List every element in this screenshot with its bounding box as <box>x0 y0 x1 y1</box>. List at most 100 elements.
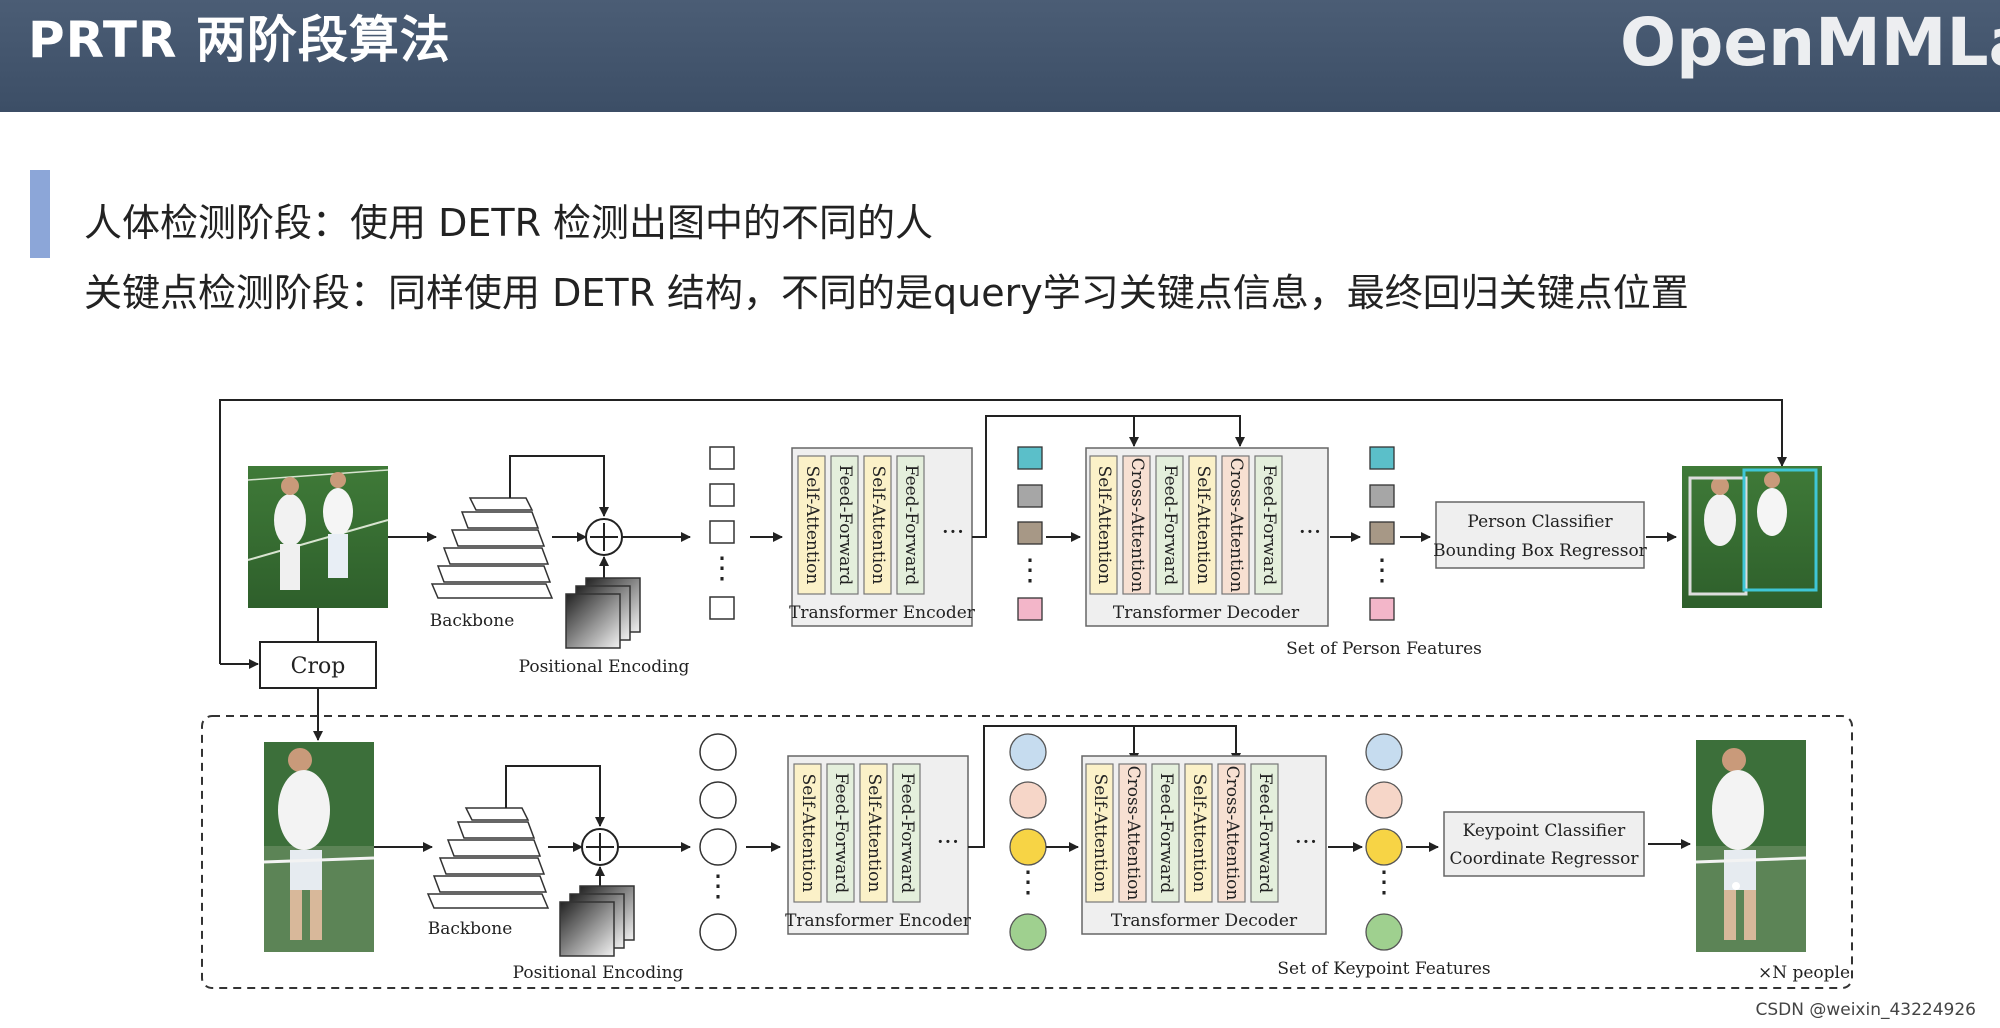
block-label: Self-Attention <box>868 466 888 585</box>
person-query-token <box>1017 446 1043 470</box>
watermark: CSDN @weixin_43224926 <box>1755 1000 1976 1020</box>
block-label: Feed-Forward <box>1156 773 1176 894</box>
block-self-attention <box>859 763 888 903</box>
person-feature-token <box>1369 446 1395 470</box>
block-self-attention <box>863 455 892 595</box>
block-feed-forward <box>1250 763 1279 903</box>
positional-encoding-top <box>565 577 641 649</box>
backbone-label: Backbone <box>428 919 513 939</box>
keypoint-query-token <box>1009 781 1047 819</box>
person-query-token <box>1017 597 1043 621</box>
keypoint-feature-token <box>1365 733 1403 771</box>
bullet-keypoint-detection: 关键点检测阶段：同样使用 DETR 结构，不同的是query学习关键点信息，最终… <box>84 271 1689 315</box>
keypoint-query-column <box>1009 733 1047 951</box>
block-label: Feed-Forward <box>1259 465 1279 586</box>
cropped-player-image <box>263 742 375 952</box>
backbone-stack-bottom <box>426 807 550 909</box>
positional-encoding-bottom <box>559 885 635 957</box>
block-label: Feed-Forward <box>901 465 921 586</box>
keypoint-feature-token <box>1365 913 1403 951</box>
positional-encoding-label: Positional Encoding <box>513 963 684 983</box>
query-vdots: ⋮ <box>1013 865 1043 900</box>
block-cross-attention <box>1221 455 1250 595</box>
block-label: Feed-Forward <box>897 773 917 894</box>
input-image-players <box>247 466 389 608</box>
block-label: Self-Attention <box>864 774 884 893</box>
keypoint-query-token <box>1009 733 1047 771</box>
block-label: Self-Attention <box>1189 774 1209 893</box>
backbone-label: Backbone <box>430 611 515 631</box>
block-cross-attention <box>1217 763 1246 903</box>
block-self-attention <box>1184 763 1213 903</box>
encoder-ellipsis: ··· <box>937 828 960 856</box>
token-circles-bottom <box>699 733 737 951</box>
person-feature-token <box>1369 521 1395 545</box>
query-vdots: ⋮ <box>1015 553 1045 588</box>
person-feature-token <box>1369 484 1395 508</box>
encoder-ellipsis: ··· <box>942 518 965 546</box>
block-self-attention <box>1188 455 1217 595</box>
block-label: Cross-Attention <box>1123 766 1143 901</box>
openmmlab-logo: OpenMMLab <box>1620 4 2000 81</box>
feature-vdots: ⋮ <box>1369 865 1399 900</box>
positional-encoding-label: Positional Encoding <box>519 657 690 677</box>
block-label: Cross-Attention <box>1127 458 1147 593</box>
header-bar: PRTR 两阶段算法 OpenMMLab <box>0 0 2000 112</box>
keypoint-query-token <box>1009 828 1047 866</box>
page-title: PRTR 两阶段算法 <box>28 11 451 69</box>
add-icon <box>585 518 623 556</box>
decoder-ellipsis: ··· <box>1299 518 1322 546</box>
keypoint-head-box <box>1443 811 1645 877</box>
keypoint-feature-token <box>1365 781 1403 819</box>
person-features-label: Set of Person Features <box>1286 639 1482 659</box>
n-people-label: ×N people <box>1758 963 1850 983</box>
block-label: Cross-Attention <box>1226 458 1246 593</box>
person-query-token <box>1017 484 1043 508</box>
block-label: Self-Attention <box>798 774 818 893</box>
block-self-attention <box>1085 763 1114 903</box>
block-feed-forward <box>1155 455 1184 595</box>
transformer-encoder-label: Transformer Encoder <box>785 911 972 931</box>
token-vdots: ⋮ <box>707 551 737 586</box>
bbox-regressor-label: Bounding Box Regressor <box>1433 541 1648 561</box>
keypoint-stage-frame <box>201 715 1853 989</box>
block-cross-attention <box>1122 455 1151 595</box>
block-self-attention <box>1089 455 1118 595</box>
transformer-decoder-label: Transformer Decoder <box>1111 911 1298 931</box>
block-label: Self-Attention <box>1094 466 1114 585</box>
block-label: Cross-Attention <box>1222 766 1242 901</box>
coordinate-regressor-label: Coordinate Regressor <box>1449 849 1639 869</box>
transformer-encoder-label: Transformer Encoder <box>789 603 976 623</box>
keypoint-query-token <box>1009 913 1047 951</box>
block-feed-forward <box>892 763 921 903</box>
block-label: Self-Attention <box>1193 466 1213 585</box>
output-image-boxes <box>1682 466 1822 608</box>
block-feed-forward <box>1254 455 1283 595</box>
keypoint-features-label: Set of Keypoint Features <box>1277 959 1490 979</box>
block-feed-forward <box>830 455 859 595</box>
loop-line <box>219 399 1787 669</box>
block-feed-forward <box>826 763 855 903</box>
block-self-attention <box>797 455 826 595</box>
transformer-decoder-label: Transformer Decoder <box>1113 603 1300 623</box>
block-label: Feed-Forward <box>1255 773 1275 894</box>
bullet-person-detection: 人体检测阶段：使用 DETR 检测出图中的不同的人 <box>84 201 934 245</box>
token-column-top <box>709 446 735 620</box>
person-head-box <box>1435 501 1645 569</box>
person-classifier-label: Person Classifier <box>1467 512 1613 532</box>
block-self-attention <box>793 763 822 903</box>
block-label: Feed-Forward <box>831 773 851 894</box>
person-query-token <box>1017 521 1043 545</box>
accent-bar <box>30 170 50 258</box>
crop-label: Crop <box>291 654 346 679</box>
person-query-column <box>1017 446 1043 621</box>
block-label: Self-Attention <box>802 466 822 585</box>
person-feature-token <box>1369 597 1395 621</box>
decoder-ellipsis: ··· <box>1295 828 1318 856</box>
block-label: Self-Attention <box>1090 774 1110 893</box>
block-label: Feed-Forward <box>1160 465 1180 586</box>
block-label: Feed-Forward <box>835 465 855 586</box>
keypoint-classifier-label: Keypoint Classifier <box>1463 821 1627 841</box>
keypoint-output-image <box>1695 740 1807 952</box>
